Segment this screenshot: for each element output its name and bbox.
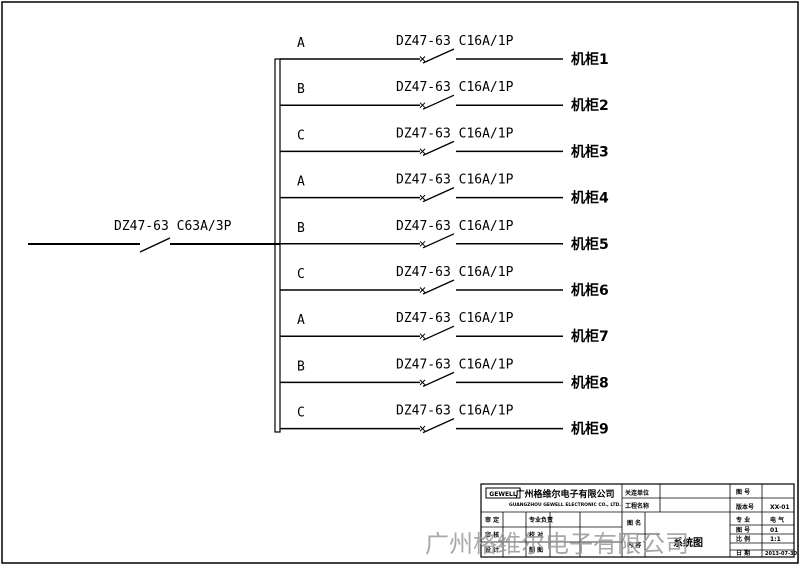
scale-label: 比 例 — [736, 535, 750, 543]
main-breaker-label: DZ47-63 C63A/3P — [114, 219, 232, 234]
branch-circuit: B DZ47-63 C16A/1P 机柜2 — [280, 80, 609, 114]
breaker-contact — [422, 187, 455, 203]
branch-circuit: A DZ47-63 C16A/1P 机柜1 — [280, 34, 609, 68]
version-label: 版本号 — [735, 503, 754, 511]
breaker-x-mark — [419, 102, 426, 109]
breaker-x-mark — [419, 333, 426, 340]
drawing-no-label: 图 号 — [736, 488, 750, 496]
drafter-label: 制 图 — [529, 546, 543, 554]
company-name-en: GUANGZHOU GEWELL ELECTRONIC CO., LTD. — [509, 502, 621, 508]
breaker-contact — [422, 371, 455, 387]
title-block: GEWELL 广州格维尔电子有限公司 GUANGZHOU GEWELL ELEC… — [480, 483, 798, 558]
phase-label: A — [297, 36, 305, 51]
scale-value: 1:1 — [770, 536, 781, 543]
phase-label: B — [297, 82, 305, 97]
proofread-label: 校 对 — [529, 531, 543, 539]
main-breaker-contact — [139, 237, 171, 253]
date-value: 2013-07-30 — [765, 551, 798, 557]
phase-label: C — [297, 128, 305, 143]
main-feeder: DZ47-63 C63A/3P — [28, 219, 280, 253]
logo-text: GEWELL — [489, 491, 517, 498]
breaker-x-mark — [419, 240, 426, 247]
branch-circuit: A DZ47-63 C16A/1P 机柜7 — [280, 311, 609, 345]
phase-label: B — [297, 359, 305, 374]
breaker-contact — [422, 418, 455, 434]
breaker-x-mark — [419, 287, 426, 293]
branch-breaker-label: DZ47-63 C16A/1P — [396, 173, 514, 188]
phase-label: B — [297, 221, 305, 236]
content-label: 内 容 — [627, 541, 641, 549]
professional-label: 专业负责 — [529, 516, 553, 524]
branch-circuit: B DZ47-63 C16A/1P 机柜5 — [280, 219, 609, 253]
branch-circuit: C DZ47-63 C16A/1P 机柜6 — [280, 265, 609, 299]
branch-breaker-label: DZ47-63 C16A/1P — [396, 34, 514, 49]
breaker-x-mark — [419, 56, 426, 62]
review-label: 审 核 — [485, 531, 499, 539]
design-label: 设 计 — [485, 546, 499, 554]
cabinet-label: 机柜7 — [571, 328, 609, 345]
branch-circuit: B DZ47-63 C16A/1P 机柜8 — [280, 357, 609, 391]
sheet-label: 图 号 — [736, 526, 750, 534]
discipline-value: 电 气 — [770, 516, 784, 524]
cabinet-label: 机柜4 — [571, 190, 609, 207]
breaker-contact — [422, 94, 455, 110]
date-label: 日 期 — [736, 549, 750, 557]
phase-label: A — [297, 175, 305, 190]
cabinet-label: 机柜9 — [571, 421, 609, 438]
cabinet-label: 机柜6 — [571, 282, 609, 299]
branch-breaker-label: DZ47-63 C16A/1P — [396, 219, 514, 234]
breaker-x-mark — [419, 425, 426, 432]
branch-breaker-label: DZ47-63 C16A/1P — [396, 311, 514, 326]
drawing-name: 系统图 — [673, 536, 703, 549]
breaker-contact — [422, 48, 455, 64]
cabinet-label: 机柜1 — [571, 51, 609, 68]
branch-circuit: A DZ47-63 C16A/1P 机柜4 — [280, 173, 609, 207]
breaker-x-mark — [419, 379, 426, 386]
phase-label: C — [297, 267, 305, 282]
branch-circuit: C DZ47-63 C16A/1P 机柜3 — [280, 126, 609, 160]
branch-breaker-label: DZ47-63 C16A/1P — [396, 265, 514, 280]
discipline-label: 专 业 — [736, 516, 750, 524]
branch-breaker-label: DZ47-63 C16A/1P — [396, 126, 514, 141]
breaker-contact — [422, 325, 455, 341]
approve-label: 审 定 — [485, 516, 499, 524]
busbar — [274, 58, 281, 433]
project-unit-label: 关连单位 — [625, 489, 649, 497]
company-name-cn: 广州格维尔电子有限公司 — [515, 488, 614, 500]
company-logo: GEWELL — [485, 487, 521, 499]
watermark: 广州格维尔电子有限公司 — [425, 530, 689, 558]
cabinet-label: 机柜8 — [571, 374, 609, 391]
cabinet-label: 机柜2 — [571, 97, 609, 114]
branch-circuit: C DZ47-63 C16A/1P 机柜9 — [280, 404, 609, 438]
drawing-name-label: 图 名 — [627, 519, 641, 527]
cabinet-label: 机柜5 — [571, 236, 609, 253]
breaker-contact — [422, 233, 455, 249]
cabinet-label: 机柜3 — [571, 143, 609, 160]
breaker-x-mark — [419, 148, 426, 155]
version-value: XX-01 — [770, 504, 790, 511]
branch-breaker-label: DZ47-63 C16A/1P — [396, 404, 514, 419]
branch-breaker-label: DZ47-63 C16A/1P — [396, 357, 514, 372]
breaker-contact — [422, 140, 455, 156]
breaker-x-mark — [419, 194, 426, 201]
branch-breaker-label: DZ47-63 C16A/1P — [396, 80, 514, 95]
phase-label: A — [297, 313, 305, 328]
sheet-value: 01 — [770, 527, 778, 534]
project-name-label: 工程名称 — [625, 502, 649, 510]
breaker-contact — [422, 279, 455, 295]
phase-label: C — [297, 406, 305, 421]
